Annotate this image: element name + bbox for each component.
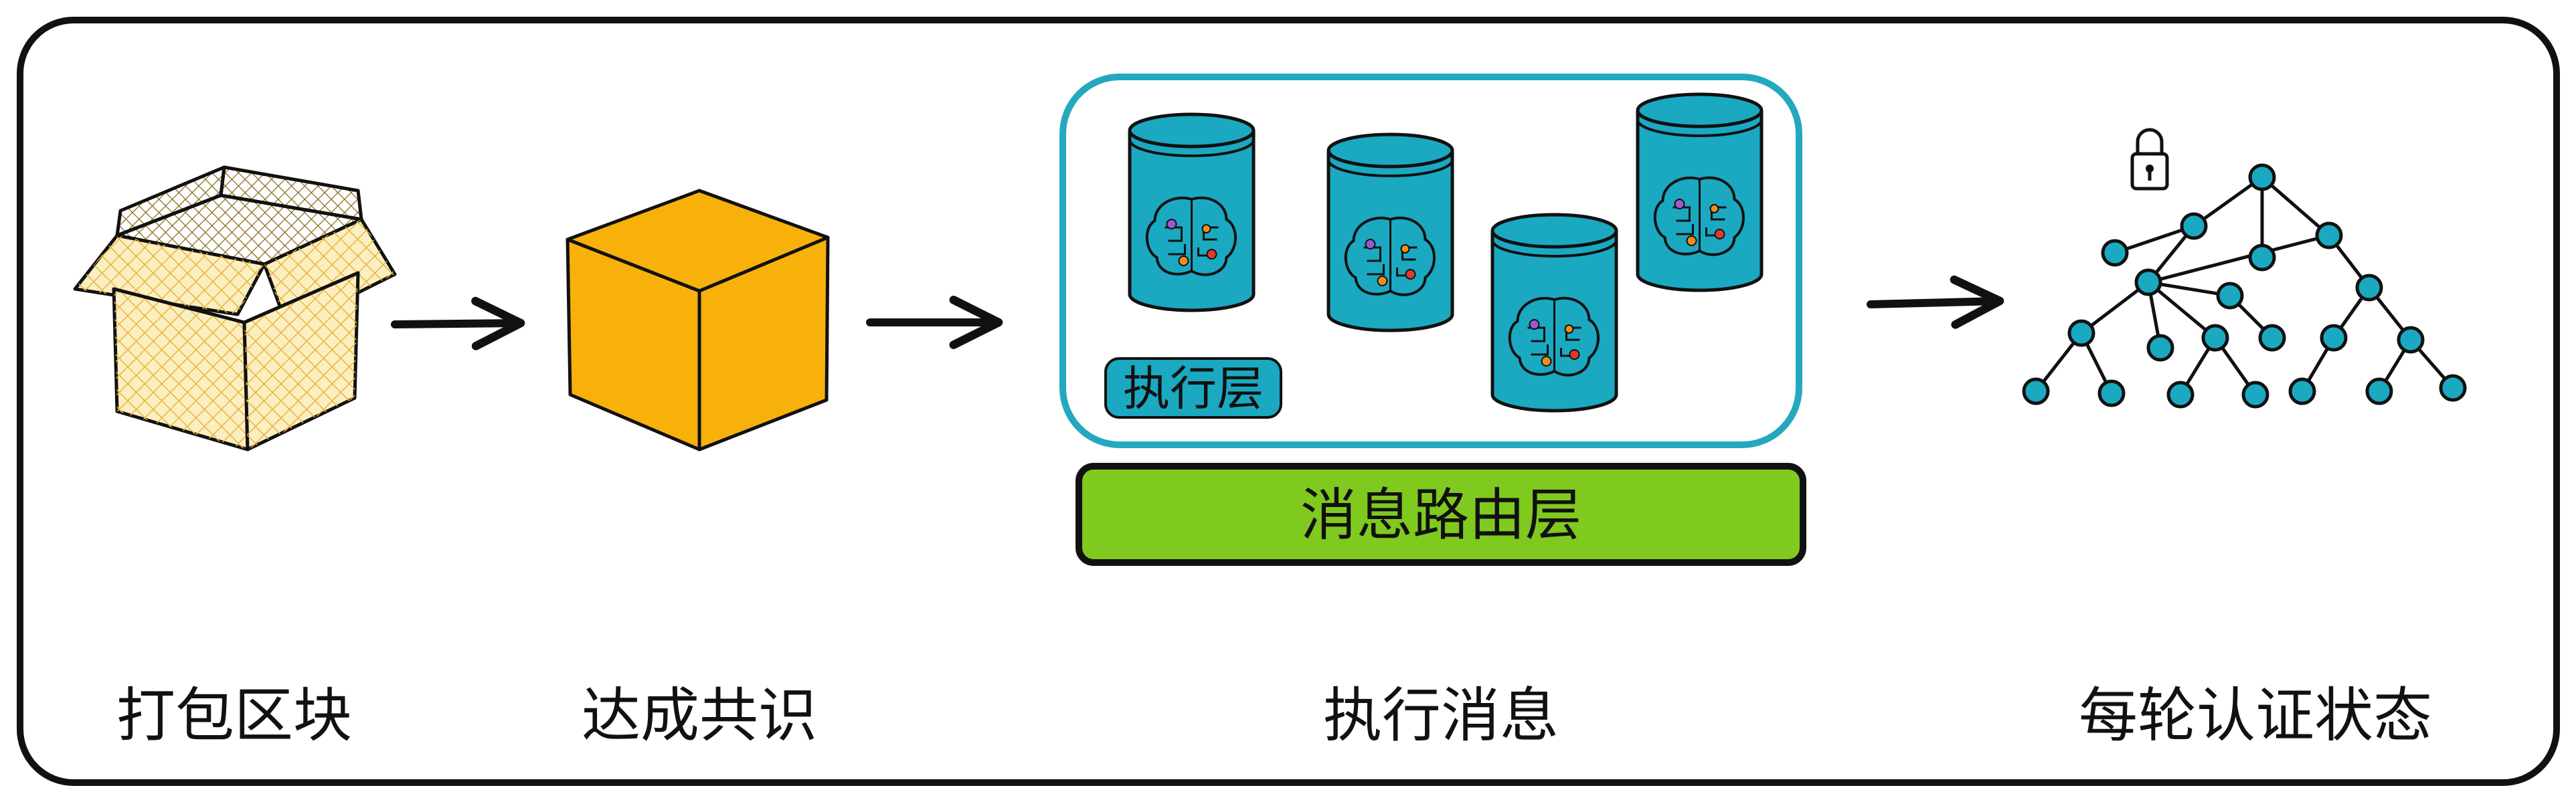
open-box-icon <box>73 165 397 451</box>
tree-node <box>2201 324 2229 352</box>
tree-node <box>2258 324 2286 352</box>
tree-node <box>2248 243 2276 272</box>
tree-node <box>2101 239 2129 267</box>
tree-edge <box>2114 224 2195 255</box>
arrow-pack-to-consensus <box>391 296 525 350</box>
tree-edge <box>2148 280 2231 298</box>
routing-layer-label: 消息路由层 <box>1300 482 1581 548</box>
tree-node <box>2241 381 2269 409</box>
tree-node <box>2134 268 2162 296</box>
stage-label-pack: 打包区块 <box>116 681 352 750</box>
tree-node <box>2320 324 2348 352</box>
message-routing-layer: 消息路由层 <box>1076 463 1806 566</box>
tree-node <box>2022 377 2050 405</box>
brain-circuit-icon <box>1145 196 1237 276</box>
tree-node <box>2397 326 2425 354</box>
stage-label-consensus: 达成共识 <box>582 681 817 750</box>
database-icon <box>1490 213 1618 413</box>
execution-layer-tag: 执行层 <box>1104 357 1282 419</box>
tree-edge <box>2147 281 2217 339</box>
database-icon <box>1326 132 1454 332</box>
tree-node <box>2166 381 2195 409</box>
tree-node <box>2439 374 2467 402</box>
tree-edge <box>2261 176 2330 237</box>
database-cluster <box>1128 92 1764 413</box>
brain-circuit-icon <box>1508 296 1600 377</box>
stage-label-certify: 每轮认证状态 <box>2079 681 2432 750</box>
execution-layer-label: 执行层 <box>1123 361 1264 416</box>
lock-icon <box>2130 128 2169 191</box>
stage-label-execute: 执行消息 <box>1323 681 1559 750</box>
tree-edge <box>2193 175 2263 228</box>
arrow-execute-to-certify <box>1867 275 2004 329</box>
cube-icon <box>566 189 830 451</box>
tree-node <box>2355 274 2383 302</box>
tree-node <box>2288 377 2316 405</box>
merkle-tree-icon <box>2022 163 2467 409</box>
tree-node <box>2067 319 2095 347</box>
tree-node <box>2248 163 2276 191</box>
tree-node <box>2315 221 2343 249</box>
tree-node <box>2146 334 2174 362</box>
database-icon <box>1128 112 1256 312</box>
database-icon <box>1636 92 1764 292</box>
tree-edge <box>2080 281 2150 334</box>
brain-circuit-icon <box>1344 216 1436 296</box>
tree-node <box>2097 379 2126 407</box>
tree-node <box>2216 282 2244 310</box>
tree-node <box>2365 377 2393 405</box>
brain-circuit-icon <box>1653 176 1745 256</box>
tree-node <box>2180 212 2208 240</box>
tree-edge <box>2148 233 2330 284</box>
